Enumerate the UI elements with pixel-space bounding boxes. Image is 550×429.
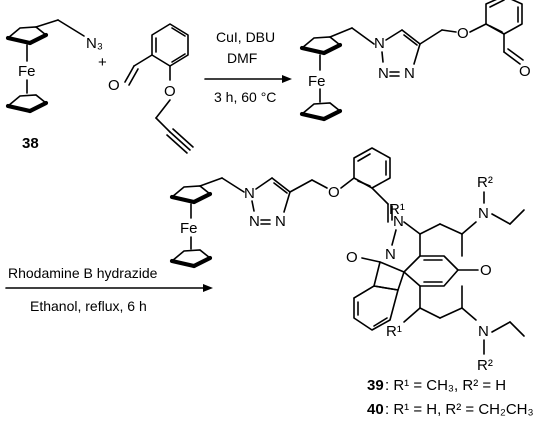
triazole-n3: N (404, 65, 415, 82)
xanthene-oxygen: O (480, 262, 492, 279)
imine-nitrogen: N (393, 213, 404, 230)
reagent-condition: Rhodamine B hydrazide (8, 265, 158, 281)
lower-amine-nitrogen: N (478, 323, 489, 340)
upper-r2-label: R² (477, 174, 493, 191)
solvent-condition: DMF (227, 50, 257, 66)
aldehyde-oxygen: O (108, 77, 120, 94)
compound-40-id: 40 (367, 401, 384, 418)
hydrazide-nitrogen: N (385, 246, 396, 263)
intermediate-aldehyde-oxygen: O (519, 63, 531, 80)
product-iron-label: Fe (180, 220, 198, 237)
propargyloxy-benzaldehyde: O O (108, 23, 194, 154)
azide-label: N₃ (86, 35, 103, 52)
solvent-reflux-condition: Ethanol, reflux, 6 h (30, 298, 147, 314)
product-structure: Fe N N N O N N O (169, 147, 525, 374)
product-ether-oxygen: O (328, 184, 340, 201)
time-temperature-condition: 3 h, 60 °C (214, 89, 276, 105)
triazole-n2: N (378, 65, 389, 82)
ether-oxygen: O (164, 83, 176, 100)
compound-legend: 39 : R¹ = CH₃, R² = H 40 : R¹ = H, R² = … (367, 377, 534, 418)
compound-38-label: 38 (22, 135, 39, 152)
lactam-oxygen: O (346, 249, 358, 266)
iron-label: Fe (18, 63, 36, 80)
lower-r1-label: R¹ (386, 323, 402, 340)
product-triazole-n3: N (275, 213, 286, 230)
lower-r2-label: R² (477, 357, 493, 374)
upper-amine-nitrogen: N (478, 205, 489, 222)
triazole-n1: N (374, 35, 385, 52)
upper-r1-label: R¹ (389, 201, 405, 218)
reaction-arrow-2: Rhodamine B hydrazide Ethanol, reflux, 6… (5, 265, 213, 314)
compound-40-substituents: : R¹ = H, R² = CH₂CH₃ (385, 401, 534, 418)
triazole-aldehyde-intermediate: Fe N N N O O (299, 0, 531, 122)
product-triazole-n1: N (244, 185, 255, 202)
intermediate-iron-label: Fe (308, 73, 326, 90)
catalyst-condition: CuI, DBU (216, 29, 275, 45)
product-triazole-n2: N (249, 213, 260, 230)
plus-sign: + (98, 54, 107, 71)
reaction-arrow-1: CuI, DBU DMF 3 h, 60 °C (204, 29, 292, 105)
ferrocenyl-azide: N₃ Fe 38 (5, 19, 103, 152)
intermediate-ether-oxygen: O (457, 25, 469, 42)
compound-39-substituents: : R¹ = CH₃, R² = H (385, 377, 506, 394)
compound-39-id: 39 (367, 377, 384, 394)
